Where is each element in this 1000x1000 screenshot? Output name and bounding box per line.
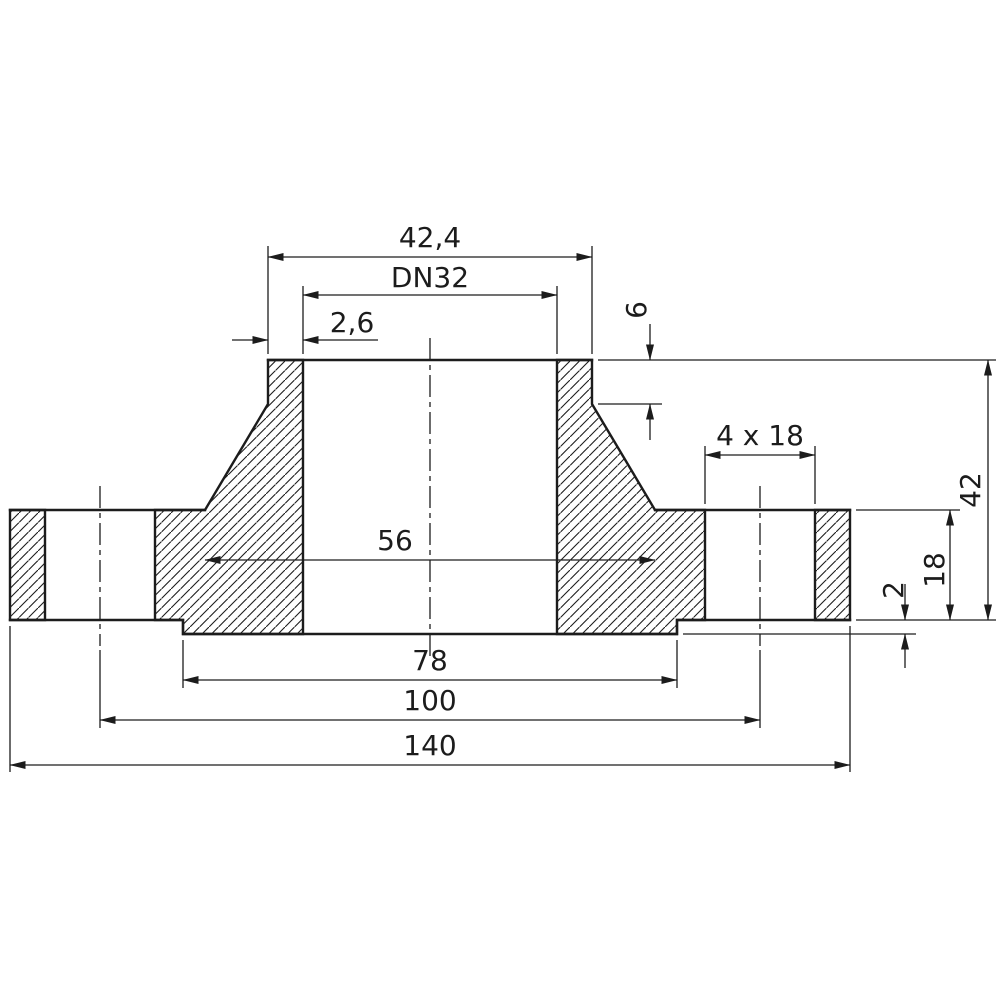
neck-height-label: 6 — [620, 301, 653, 319]
part-section — [8, 358, 852, 636]
total-height-label: 42 — [954, 472, 987, 508]
extension-lines — [9, 246, 996, 772]
hub-diameter-label: 56 — [377, 524, 413, 557]
centerlines — [99, 338, 761, 658]
wall-thickness-label: 2,6 — [330, 306, 375, 339]
nominal-bore-label: DN32 — [391, 261, 469, 294]
bolt-circle-label: 100 — [403, 684, 456, 717]
dimension-lines — [9, 253, 992, 769]
flange-thickness-label: 18 — [918, 552, 951, 588]
raised-face-diameter-label: 78 — [412, 644, 448, 677]
flange-right-hub-section — [555, 358, 707, 636]
raised-face-height-label: 2 — [877, 581, 910, 599]
flange-left-end-section — [8, 508, 47, 622]
neck-od-label: 42,4 — [399, 221, 461, 254]
flange-right-end-section — [813, 508, 852, 622]
outer-diameter-label: 140 — [403, 729, 456, 762]
dimension-labels: 42,4 DN32 2,6 6 4 x 18 42 56 2 18 78 100… — [330, 221, 987, 762]
bolt-holes-label: 4 x 18 — [716, 419, 804, 452]
flange-left-hub-section — [153, 358, 305, 636]
